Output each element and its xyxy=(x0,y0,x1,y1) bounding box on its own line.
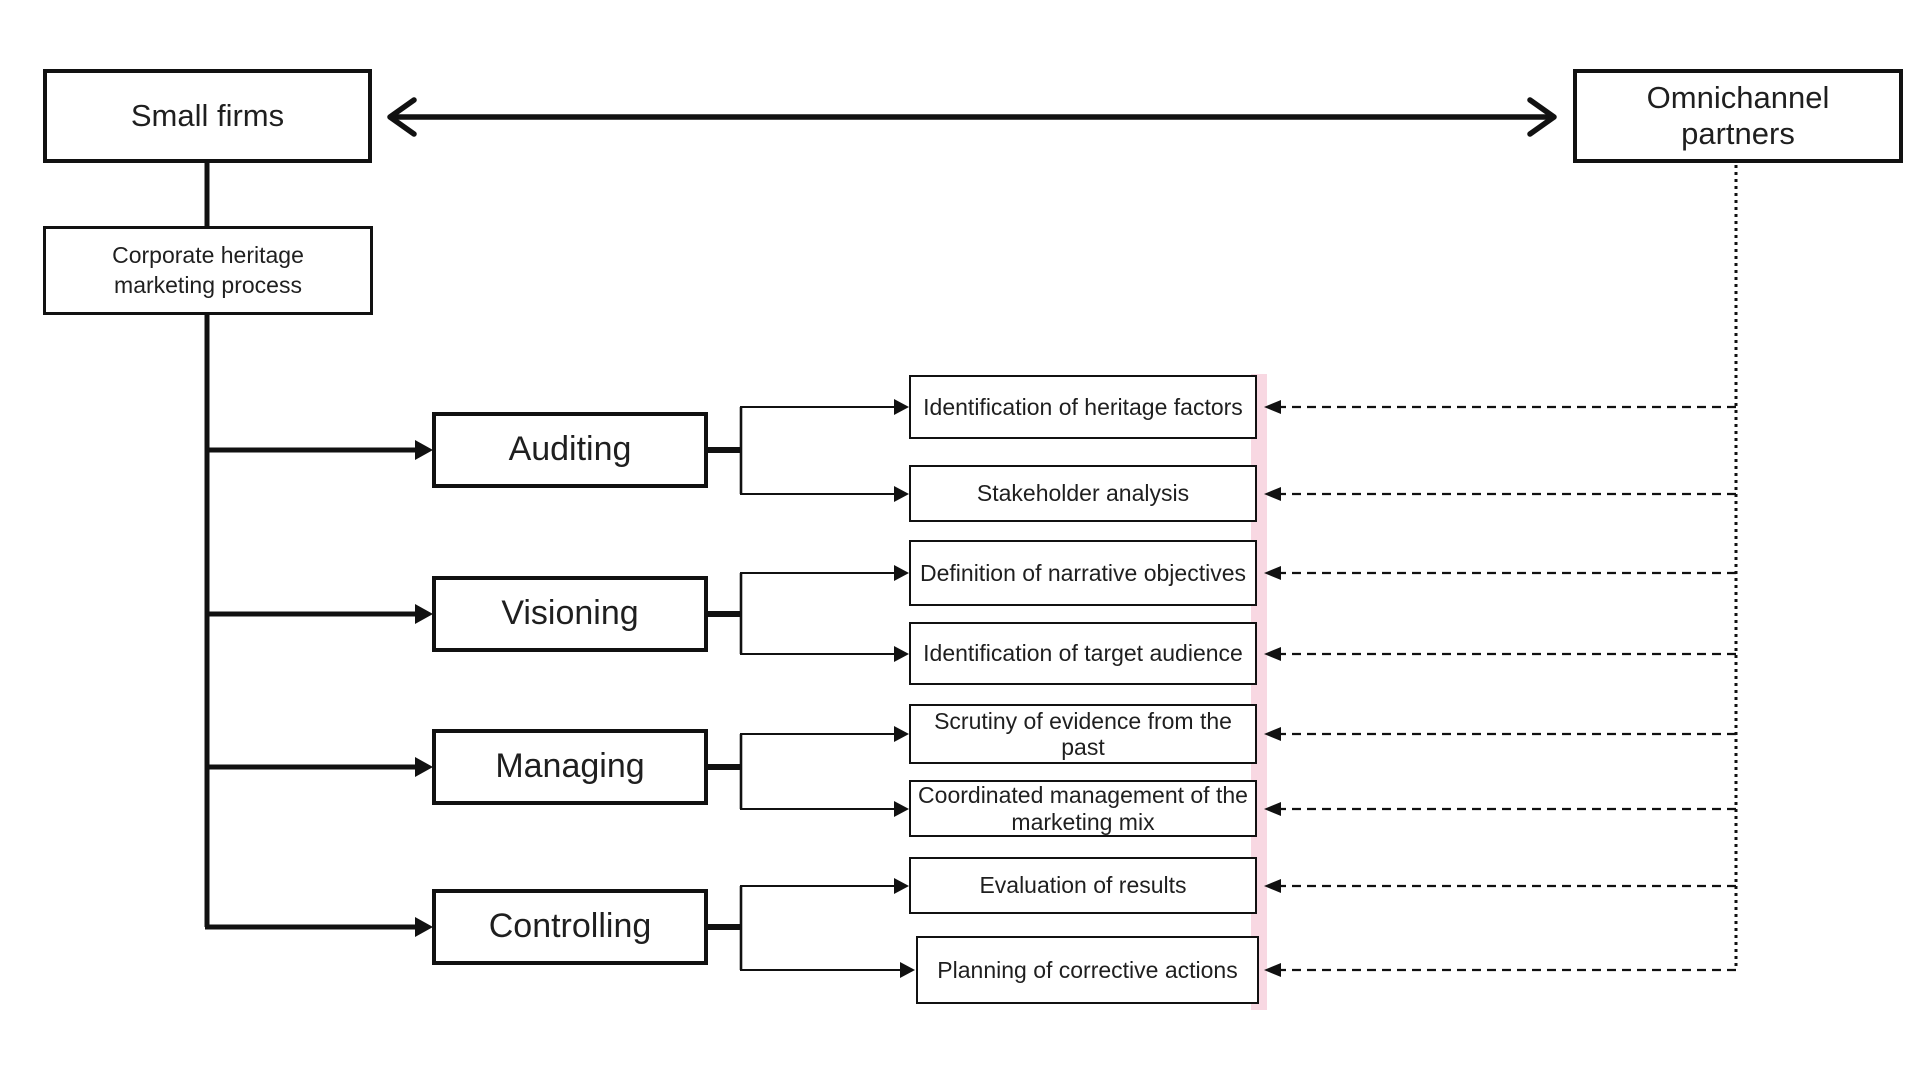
arrow-trunk-to-visioning xyxy=(205,604,433,624)
stage-label-auditing: Auditing xyxy=(508,430,632,469)
stage-label-visioning: Visioning xyxy=(501,594,639,633)
bracket-auditing-steps xyxy=(706,399,909,502)
step-label: Evaluation of results xyxy=(979,872,1187,899)
step-label: Stakeholder analysis xyxy=(976,480,1190,507)
arrow-trunk-to-managing xyxy=(205,757,433,777)
step-box-scrutiny-evidence-past: Scrutiny of evidence from the past xyxy=(909,704,1257,764)
step-label: Identification of target audience xyxy=(923,640,1243,667)
step-label: Coordinated management of the marketing … xyxy=(918,782,1248,835)
dashed-arrow-step-3 xyxy=(1264,566,1736,580)
step-label: Definition of narrative objectives xyxy=(920,559,1246,586)
omnichannel-partners-box: Omnichannel partners xyxy=(1573,69,1903,163)
arrow-trunk-to-auditing xyxy=(205,440,433,460)
bracket-controlling-steps xyxy=(706,878,915,978)
stage-box-auditing: Auditing xyxy=(432,412,708,488)
double-arrow-small-firms-omnichannel xyxy=(387,97,1557,137)
bracket-managing-steps xyxy=(706,726,909,817)
step-box-identification-target-audience: Identification of target audience xyxy=(909,622,1257,685)
stage-box-controlling: Controlling xyxy=(432,889,708,965)
step-label: Planning of corrective actions xyxy=(937,956,1238,983)
bracket-visioning-steps xyxy=(706,565,909,662)
small-firms-box: Small firms xyxy=(43,69,372,163)
step-label: Identification of heritage factors xyxy=(923,393,1243,420)
step-box-stakeholder-analysis: Stakeholder analysis xyxy=(909,465,1257,522)
arrow-trunk-to-controlling xyxy=(205,917,433,937)
dashed-arrow-step-8 xyxy=(1264,963,1736,977)
small-firms-label: Small firms xyxy=(130,98,285,134)
step-box-evaluation-of-results: Evaluation of results xyxy=(909,857,1257,914)
omnichannel-partners-label: Omnichannel partners xyxy=(1646,80,1830,151)
dashed-arrow-step-7 xyxy=(1264,879,1736,893)
stage-box-visioning: Visioning xyxy=(432,576,708,652)
step-box-planning-corrective-actions: Planning of corrective actions xyxy=(916,936,1259,1004)
stage-label-managing: Managing xyxy=(495,747,645,786)
step-box-identification-heritage-factors: Identification of heritage factors xyxy=(909,375,1257,439)
dashed-arrow-step-4 xyxy=(1264,647,1736,661)
dashed-arrow-step-6 xyxy=(1264,802,1736,816)
step-label: Scrutiny of evidence from the past xyxy=(934,707,1232,760)
stage-box-managing: Managing xyxy=(432,729,708,805)
step-column-highlight-strip xyxy=(1251,374,1267,1010)
corporate-heritage-process-box: Corporate heritage marketing process xyxy=(43,226,373,315)
step-box-coordinated-management-marketing-mix: Coordinated management of the marketing … xyxy=(909,780,1257,837)
corporate-heritage-process-label: Corporate heritage marketing process xyxy=(112,241,304,298)
step-box-definition-narrative-objectives: Definition of narrative objectives xyxy=(909,540,1257,606)
dashed-arrow-step-2 xyxy=(1264,487,1736,501)
dashed-arrow-step-1 xyxy=(1264,400,1736,414)
dashed-arrow-step-5 xyxy=(1264,727,1736,741)
stage-label-controlling: Controlling xyxy=(488,907,652,946)
